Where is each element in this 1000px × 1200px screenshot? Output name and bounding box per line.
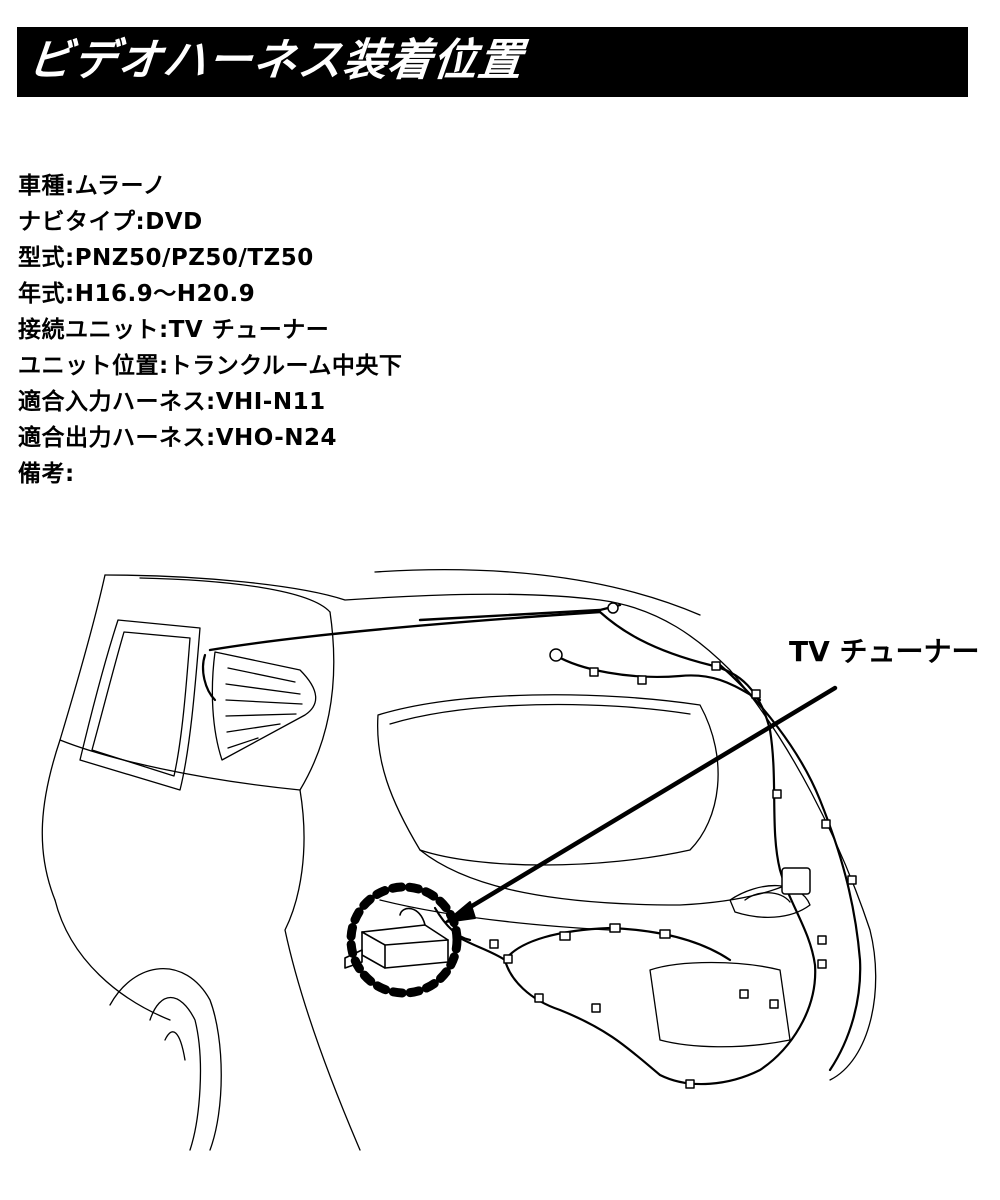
- clip: [503, 954, 513, 964]
- spec-value: VHO-N24: [215, 425, 338, 451]
- grommet: [549, 648, 563, 662]
- rear-window: [376, 694, 719, 866]
- clip: [821, 819, 831, 829]
- spec-value: DVD: [145, 209, 203, 235]
- wire-harness: [201, 610, 862, 1086]
- arrow-head-icon: [445, 901, 476, 923]
- clip: [739, 989, 749, 999]
- clip: [817, 959, 827, 969]
- spec-label: 接続ユニット: [18, 317, 159, 343]
- spec-row-unit: 接続ユニット:TV チューナー: [18, 317, 330, 343]
- clip: [772, 789, 782, 799]
- spec-label: ユニット位置: [18, 353, 159, 379]
- spec-row-unit-location: ユニット位置:トランクルーム中央下: [18, 353, 403, 379]
- quarter-window: [211, 651, 317, 761]
- spec-row-model: 型式:PNZ50/PZ50/TZ50: [18, 245, 314, 271]
- side-window: [79, 619, 201, 791]
- spec-label: 型式: [18, 245, 65, 271]
- spec-row-output-harness: 適合出力ハーネス:VHO-N24: [18, 425, 338, 451]
- clip: [534, 993, 544, 1003]
- clip: [637, 675, 647, 685]
- spec-value: TV チューナー: [168, 317, 330, 343]
- spec-label: 年式: [18, 281, 65, 307]
- grommet: [607, 602, 619, 614]
- tuner-highlight-circle: [346, 882, 462, 998]
- spec-list: 車種:ムラーノ ナビタイプ:DVD 型式:PNZ50/PZ50/TZ50 年式:…: [18, 168, 402, 492]
- spec-label: 適合出力ハーネス: [18, 425, 206, 451]
- spec-value: トランクルーム中央下: [168, 353, 403, 379]
- spec-label: 備考: [18, 461, 65, 487]
- title-bar: ビデオハーネス装着位置: [17, 27, 968, 97]
- spec-label: 適合入力ハーネス: [18, 389, 206, 415]
- clip: [489, 939, 499, 949]
- harness-clips: [489, 602, 857, 1089]
- clip: [589, 667, 599, 677]
- spec-value: VHI-N11: [215, 389, 326, 415]
- spec-row-nav-type: ナビタイプ:DVD: [18, 209, 203, 235]
- callout-label-tv-tuner: TV チューナー: [789, 635, 980, 668]
- spec-row-remarks: 備考:: [18, 461, 75, 487]
- tv-tuner-unit: [344, 907, 449, 969]
- clip: [659, 929, 671, 939]
- clip: [847, 875, 857, 885]
- relay-box: [781, 867, 811, 895]
- clip: [591, 1003, 601, 1013]
- callout-leader: [445, 685, 838, 923]
- spec-row-input-harness: 適合入力ハーネス:VHI-N11: [18, 389, 326, 415]
- spec-value: ムラーノ: [74, 173, 167, 199]
- clip: [559, 931, 571, 941]
- spec-value: H16.9～H20.9: [74, 281, 256, 307]
- roof-rail: [208, 603, 622, 652]
- spec-label: 車種: [18, 173, 65, 199]
- clip: [685, 1079, 695, 1089]
- spec-row-vehicle: 車種:ムラーノ: [18, 173, 167, 199]
- spec-label: ナビタイプ: [18, 209, 136, 235]
- spec-value: PNZ50/PZ50/TZ50: [74, 245, 314, 271]
- clip: [769, 999, 779, 1009]
- clip: [817, 935, 827, 945]
- clip: [609, 923, 621, 933]
- clip: [711, 661, 721, 671]
- car-body-outline: [41, 568, 877, 1151]
- spec-row-year: 年式:H16.9～H20.9: [18, 281, 256, 307]
- clip: [751, 689, 761, 699]
